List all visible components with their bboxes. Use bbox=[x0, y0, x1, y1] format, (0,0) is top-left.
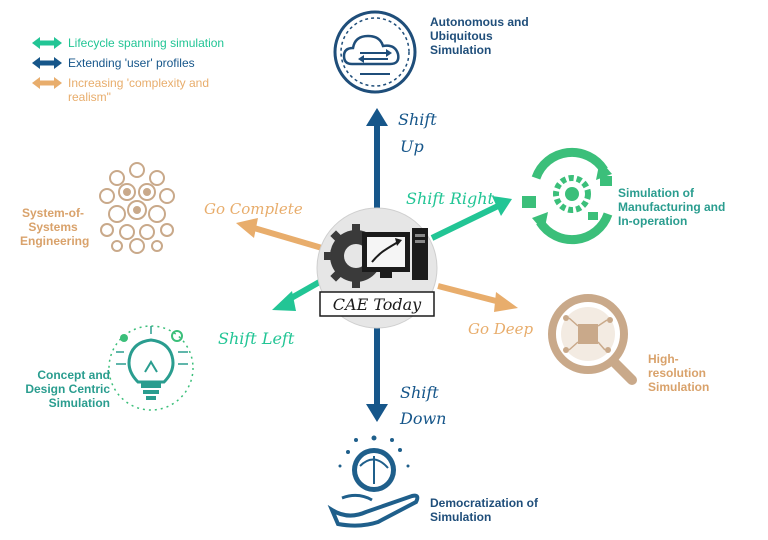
shift-right-arrow bbox=[430, 196, 512, 241]
node-sos-label: System-of-Systems Engineering bbox=[20, 206, 90, 248]
shift-right-label: Shift Right bbox=[406, 189, 495, 208]
go-deep-label: Go Deep bbox=[468, 320, 534, 338]
legend-item-lifecycle: Lifecycle spanning simulation bbox=[32, 36, 243, 50]
magnifier-circuit-icon bbox=[548, 294, 637, 385]
cloud-sync-icon bbox=[333, 10, 417, 94]
shift-up-arrow bbox=[366, 108, 388, 220]
hand-globe-icon bbox=[327, 435, 420, 528]
shift-up-label-1: Shift bbox=[398, 110, 437, 129]
go-complete-arrow bbox=[236, 218, 323, 251]
node-manufacturing-label: Simulation of Manufacturing and In-opera… bbox=[618, 186, 726, 228]
teal-double-arrow-icon bbox=[32, 37, 62, 49]
center-node: CAE Today bbox=[316, 207, 438, 329]
node-autonomous-label: Autonomous and Ubiquitous Simulation bbox=[430, 15, 529, 57]
shift-down-arrow bbox=[366, 316, 388, 422]
shift-left-label: Shift Left bbox=[218, 329, 295, 348]
gear-network-icon bbox=[99, 162, 175, 254]
go-deep-arrow bbox=[437, 283, 518, 312]
legend-item-complexity: Increasing 'complexity and realism" bbox=[32, 76, 243, 104]
go-complete-label: Go Complete bbox=[204, 200, 303, 218]
node-democratization-label: Democratization of Simulation bbox=[430, 496, 539, 524]
shift-up-label-2: Up bbox=[400, 137, 424, 156]
tan-double-arrow-icon bbox=[32, 77, 62, 89]
shift-down-label-2: Down bbox=[399, 409, 446, 428]
node-highres-label: High-resolution Simulation bbox=[648, 352, 710, 394]
shift-down-label-1: Shift bbox=[400, 383, 439, 402]
legend: Lifecycle spanning simulation Extending … bbox=[32, 36, 243, 110]
lightbulb-circuit-icon bbox=[108, 325, 194, 411]
navy-double-arrow-icon bbox=[32, 57, 62, 69]
legend-item-user-profiles: Extending 'user' profiles bbox=[32, 56, 243, 70]
center-label: CAE Today bbox=[333, 295, 422, 314]
factory-gear-cycle-icon bbox=[522, 147, 613, 245]
legend-label: Extending 'user' profiles bbox=[68, 56, 195, 70]
legend-label: Increasing 'complexity and realism" bbox=[68, 76, 210, 104]
node-concept-label: Concept and Design Centric Simulation bbox=[25, 368, 110, 410]
legend-label: Lifecycle spanning simulation bbox=[68, 36, 225, 50]
computer-gear-icon bbox=[324, 224, 428, 288]
